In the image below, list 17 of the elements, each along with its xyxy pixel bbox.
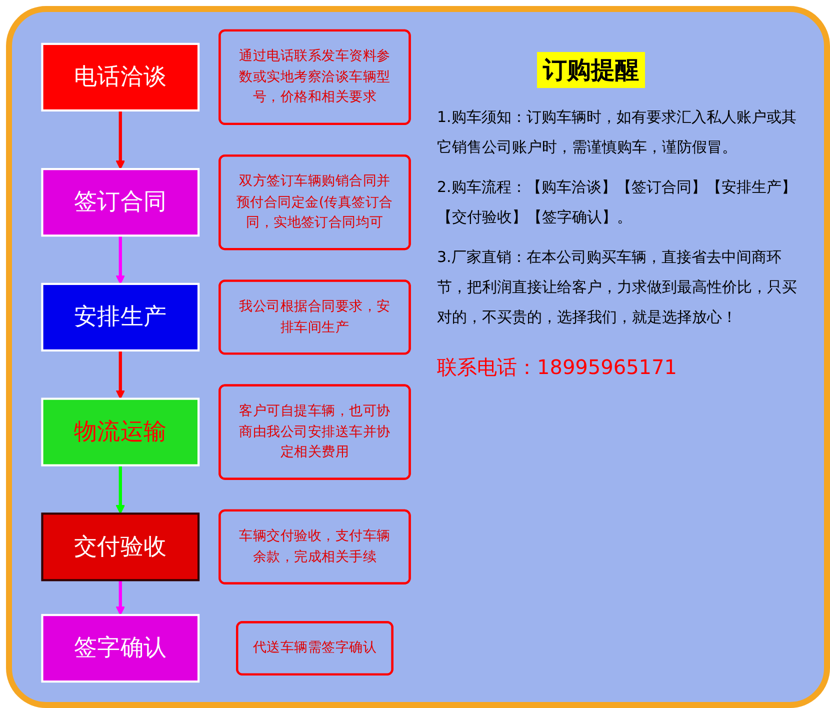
arrow xyxy=(116,580,126,616)
arrow xyxy=(116,110,126,170)
notice-text: 2.购车流程：【购车洽谈】【签订合同】【安排生产】【交付验收】【签字确认】。 xyxy=(437,177,798,228)
flow-diagram: 电话洽谈 通过电话联系发车资料参数或实地考察洽谈车辆型号，价格和相关要求 签订合同 双方签订车辆购销合同并预付合同定金(传真签订合同，实地签订合同均可 安排生产 我公司根据合同要求，安排车间生产 物流运输 客户可自提车辆，也可协商由我公司安排送车并协定相关费用 交付验收 车辆交付验收，支付车辆余款，完成相关手续 签字确认 代送车辆需签字确认 xyxy=(26,22,426,690)
section-heading: 订购提醒 xyxy=(537,52,645,88)
arrow xyxy=(116,350,126,400)
arrow xyxy=(116,465,126,514)
contact-line: 联系电话：18995965171 xyxy=(437,354,678,381)
notice-text: 3.厂家直销：在本公司购买车辆，直接省去中间商环节，把利润直接让给客户，力求做到最高性价比，只买对的，不买贵的，选择我们，就是选择放心！ xyxy=(437,247,798,328)
node-box xyxy=(41,398,200,466)
node-box xyxy=(41,168,200,237)
notice-text: 1.购车须知：订购车辆时，如有要求汇入私人账户或其它销售公司账户时，需谨慎购车，谨防假冒。 xyxy=(437,107,798,158)
node-box xyxy=(41,512,200,582)
node-box xyxy=(41,282,200,352)
node-box xyxy=(41,42,200,112)
arrow xyxy=(116,236,126,284)
node-box xyxy=(41,614,200,683)
